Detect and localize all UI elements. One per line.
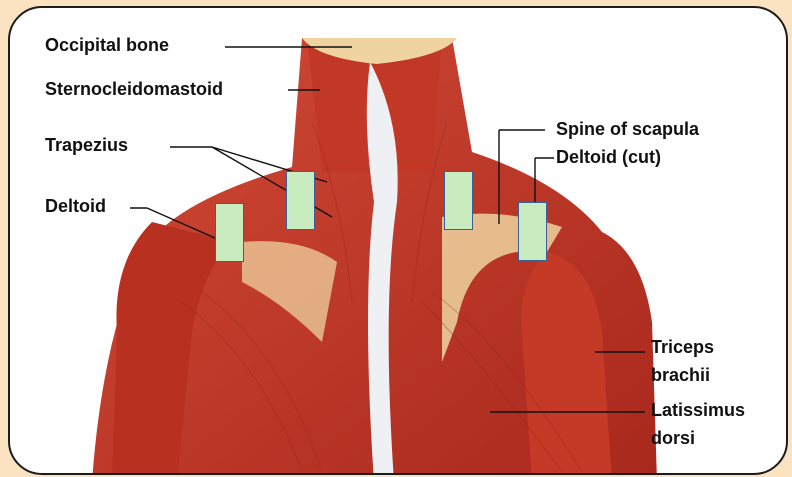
label-deltoid: Deltoid [45,195,106,217]
label-triceps-line1: Triceps [651,336,714,358]
answer-box-deltoid-cut[interactable] [518,202,547,261]
label-latissimus-line1: Latissimus [651,399,745,421]
label-occipital-bone: Occipital bone [45,34,169,56]
answer-box-deltoid[interactable] [215,203,244,262]
label-spine-of-scapula: Spine of scapula [556,118,699,140]
label-triceps-line2: brachii [651,364,710,386]
label-latissimus-line2: dorsi [651,427,695,449]
answer-box-right-trapezius[interactable] [444,171,473,230]
label-deltoid-cut: Deltoid (cut) [556,146,661,168]
label-trapezius: Trapezius [45,134,128,156]
answer-box-trapezius[interactable] [286,171,315,230]
label-sternocleidomastoid: Sternocleidomastoid [45,78,223,100]
